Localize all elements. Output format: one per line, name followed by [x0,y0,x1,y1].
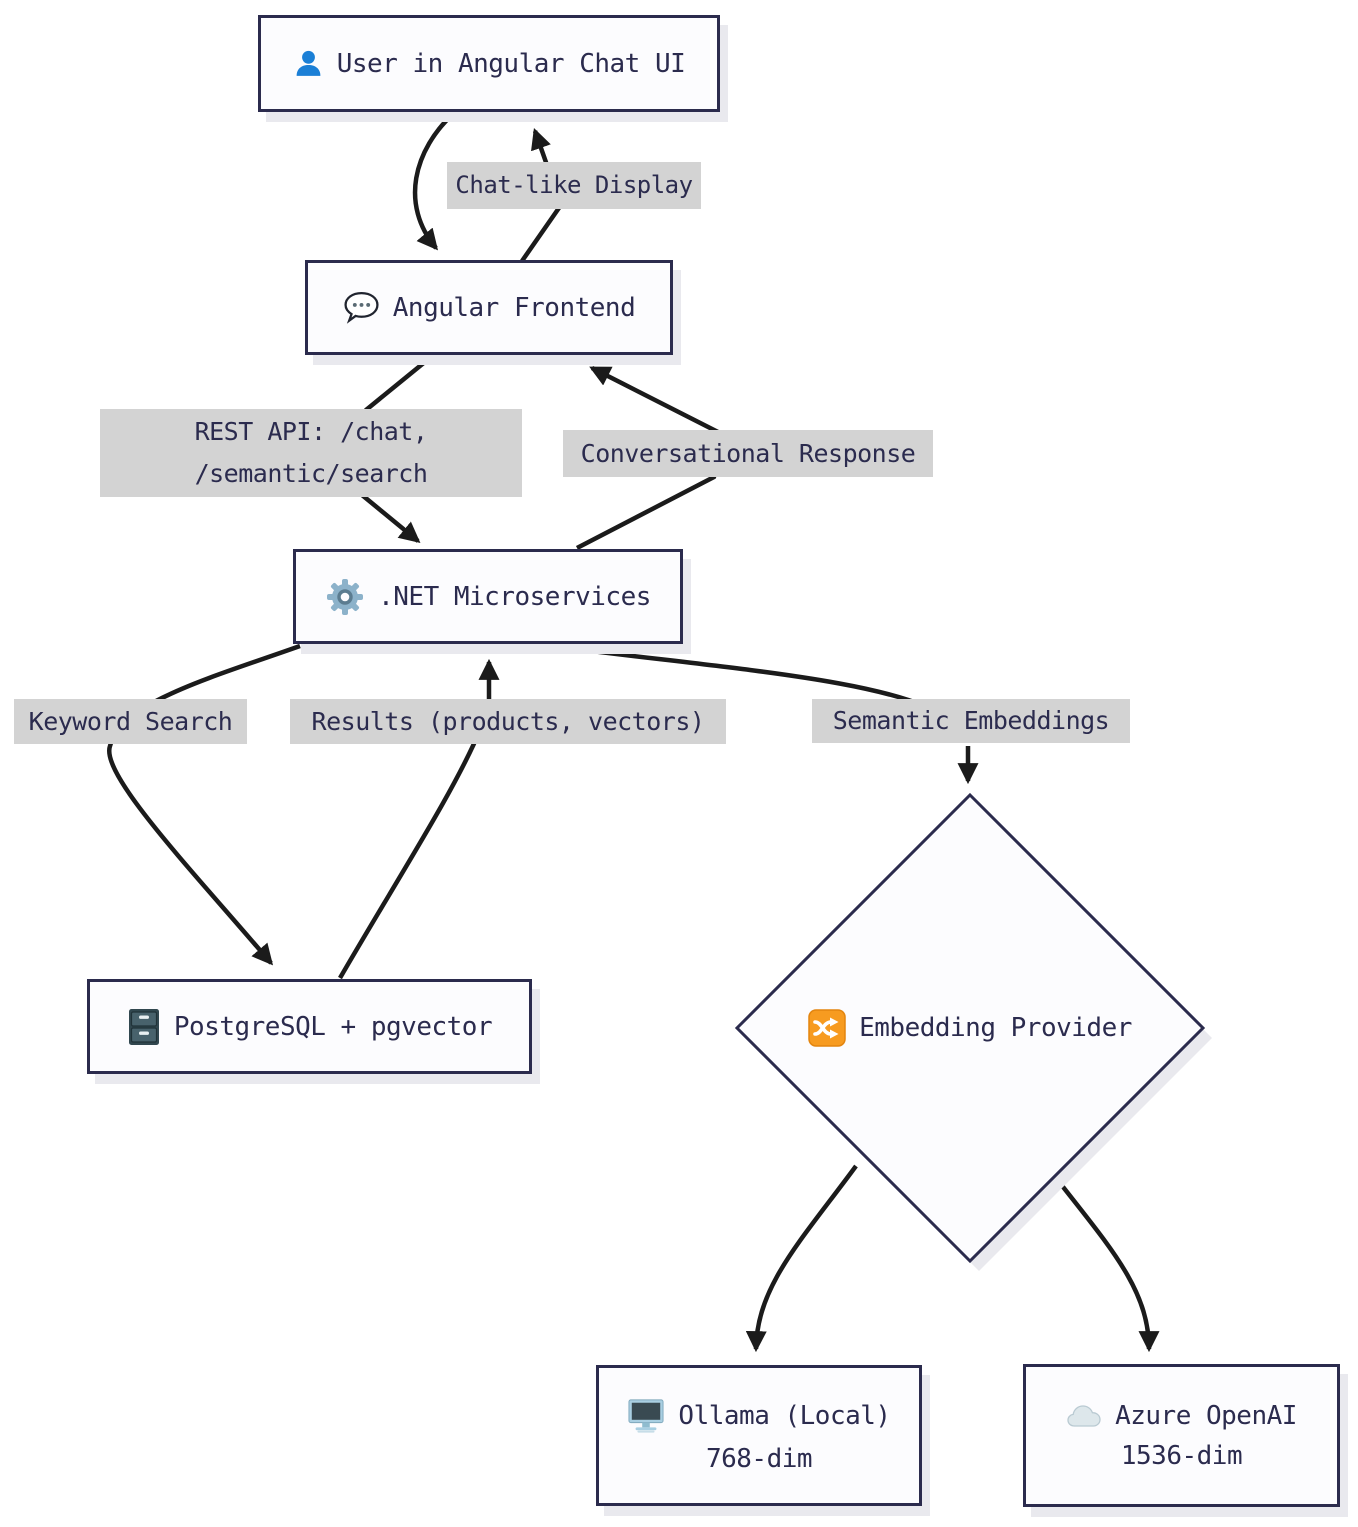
user-node-label: User in Angular Chat UI [336,48,686,79]
desktop-computer-icon [627,1398,665,1434]
gear-icon [325,577,365,617]
file-cabinet-icon [127,1008,161,1046]
speech-bubble-icon [343,290,380,325]
shuffle-icon [808,1009,846,1047]
ollama-node: Ollama (Local) 768-dim [596,1365,922,1506]
embedding-provider-label: Embedding Provider [780,998,1160,1058]
edge-label-rest-api-line1: REST API: /chat, [194,417,428,446]
azure-node-label: Azure OpenAI [1115,1400,1297,1431]
edge-label-results: Results (products, vectors) [290,699,726,744]
user-node: User in Angular Chat UI [258,15,720,112]
edge-provider-to-ollama [745,1164,858,1353]
edge-label-rest-api-line2: /semantic/search [194,459,428,488]
azure-node: Azure OpenAI 1536-dim [1023,1364,1340,1507]
frontend-node-label: Angular Frontend [392,292,636,323]
edge-user-to-frontend [412,110,457,251]
person-icon [293,48,324,79]
ollama-node-sublabel: 768-dim [705,1443,813,1474]
dotnet-node-label: .NET Microservices [378,581,651,612]
edge-label-chat-like-display: Chat-like Display [447,162,701,209]
embedding-provider-node [734,792,1206,1264]
postgres-node-label: PostgreSQL + pgvector [173,1011,493,1042]
edge-dotnet-to-postgres [107,643,301,966]
edge-provider-to-azure [1044,1163,1160,1353]
edge-label-conversational-response: Conversational Response [563,430,933,477]
dotnet-node: .NET Microservices [293,549,683,644]
postgres-node: PostgreSQL + pgvector [87,979,532,1074]
azure-node-sublabel: 1536-dim [1120,1440,1243,1471]
edge-postgres-to-dotnet [338,729,483,980]
embedding-provider-text: Embedding Provider [859,1013,1132,1043]
frontend-node: Angular Frontend [305,260,673,355]
ollama-node-label: Ollama (Local) [678,1400,891,1431]
edge-label-keyword-search: Keyword Search [14,699,247,744]
cloud-icon [1066,1402,1102,1429]
edge-label-rest-api: REST API: /chat, /semantic/search [100,409,522,497]
edge-label-semantic-embeddings: Semantic Embeddings [812,699,1130,743]
